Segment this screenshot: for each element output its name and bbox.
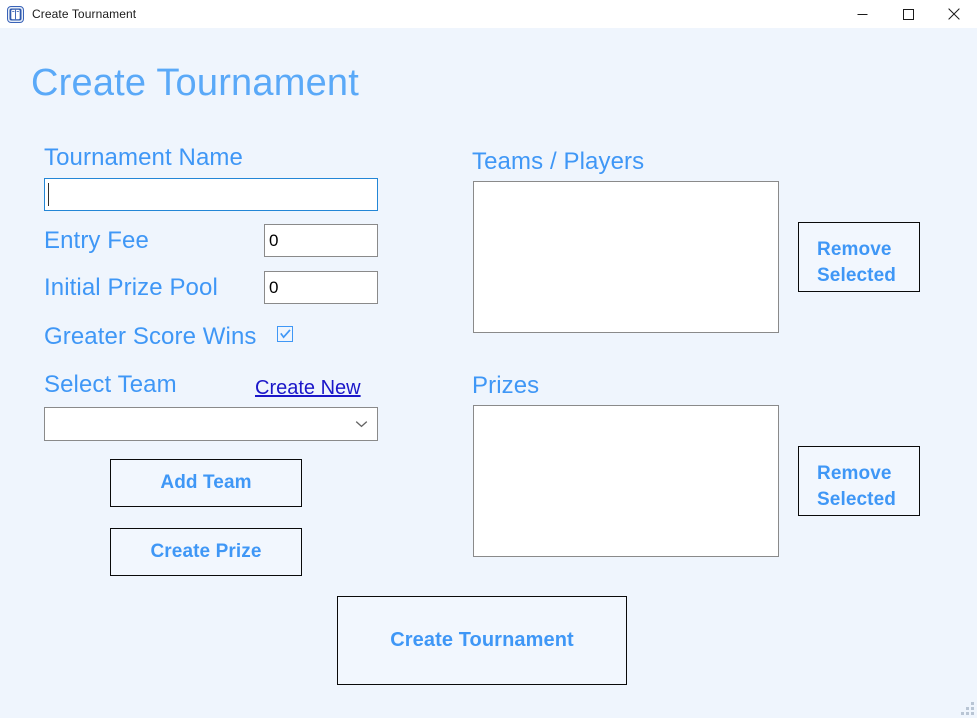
initial-prize-pool-input[interactable] [264, 271, 378, 304]
window-title: Create Tournament [32, 7, 137, 21]
create-new-link[interactable]: Create New [255, 377, 361, 399]
teams-players-listbox[interactable] [473, 181, 779, 333]
greater-score-wins-checkbox[interactable] [277, 326, 293, 342]
entry-fee-input[interactable] [264, 224, 378, 257]
prizes-label: Prizes [472, 372, 540, 399]
text-caret [48, 183, 49, 206]
maximize-button[interactable] [885, 0, 931, 28]
checkmark-icon [279, 329, 291, 339]
initial-prize-pool-label: Initial Prize Pool [44, 274, 218, 301]
remove-selected-prizes-line2: Selected [817, 488, 896, 510]
chevron-down-icon [355, 421, 368, 428]
prizes-listbox[interactable] [473, 405, 779, 557]
maximize-icon [902, 8, 914, 20]
create-prize-button[interactable]: Create Prize [110, 528, 302, 576]
close-icon [948, 8, 960, 20]
tournament-app-icon [7, 5, 24, 23]
title-bar-drag-region[interactable]: Create Tournament [0, 5, 839, 23]
create-tournament-button[interactable]: Create Tournament [337, 596, 627, 685]
select-team-dropdown[interactable] [44, 407, 378, 441]
resize-grip[interactable] [961, 702, 974, 715]
remove-selected-prizes-line1: Remove [817, 462, 892, 484]
close-button[interactable] [931, 0, 977, 28]
teams-players-label: Teams / Players [472, 148, 645, 175]
select-team-label: Select Team [44, 371, 177, 398]
remove-selected-teams-line2: Selected [817, 264, 896, 286]
tournament-name-input[interactable] [44, 178, 378, 211]
greater-score-wins-label: Greater Score Wins [44, 323, 257, 350]
title-bar: Create Tournament [0, 0, 977, 28]
minimize-icon [857, 13, 867, 15]
remove-selected-teams-line1: Remove [817, 238, 892, 260]
add-team-button[interactable]: Add Team [110, 459, 302, 507]
entry-fee-label: Entry Fee [44, 227, 149, 254]
tournament-name-label: Tournament Name [44, 144, 243, 171]
page-title: Create Tournament [31, 62, 359, 104]
minimize-button[interactable] [839, 0, 885, 28]
